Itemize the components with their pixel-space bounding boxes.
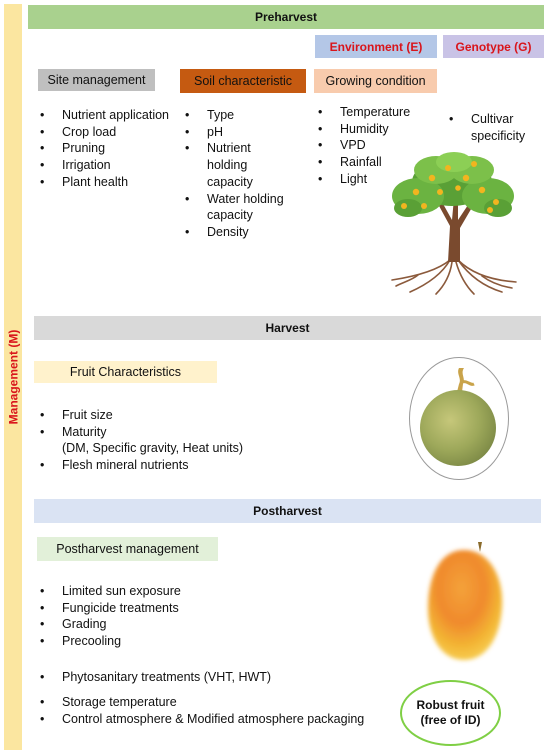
list-item: Nutrient application (36, 107, 196, 124)
list-item-continued: capacity (207, 208, 253, 223)
tree-trunk (438, 198, 474, 262)
mango-stem (457, 368, 464, 392)
growing-condition-list: Temperature Humidity VPD Rainfall Light (314, 104, 439, 188)
list-item: Water holding (181, 191, 311, 208)
fruit-characteristics-label: Fruit Characteristics (69, 365, 182, 379)
list-item: Grading (36, 616, 366, 633)
list-item: Control atmosphere & Modified atmosphere… (36, 711, 406, 728)
list-item-continued: (DM, Specific gravity, Heat units) (62, 441, 244, 456)
soil-characteristic-box: Soil characteristic (180, 69, 306, 93)
list-item: Phytosanitary treatments (VHT, HWT) (36, 669, 376, 686)
robust-fruit-line1: Robust fruit (416, 698, 485, 712)
list-item: VPD (314, 137, 439, 154)
management-label-wrap: Management (M) (4, 4, 22, 750)
list-item: Precooling (36, 633, 366, 650)
list-item: Crop load (36, 124, 196, 141)
list-item-continued: specificity (471, 128, 526, 143)
environment-label: Environment (E) (329, 39, 423, 54)
green-mango-body (420, 390, 496, 466)
list-item: Irrigation (36, 157, 196, 174)
list-item: Fungicide treatments (36, 600, 366, 617)
phytosanitary-list: Phytosanitary treatments (VHT, HWT) (36, 669, 376, 686)
growing-condition-box: Growing condition (314, 69, 437, 93)
growing-condition-label: Growing condition (325, 74, 426, 88)
mango-stem-branch (460, 380, 475, 386)
tree-illustration (391, 152, 517, 295)
list-item: Type (181, 107, 311, 124)
fruit-characteristics-box: Fruit Characteristics (34, 361, 217, 383)
list-item: pH (181, 124, 311, 141)
robust-fruit-oval: Robust fruit (free of ID) (400, 680, 501, 746)
site-management-list: Nutrient application Crop load Pruning I… (36, 107, 196, 191)
site-management-box: Site management (38, 69, 155, 91)
ripe-mango-body (428, 550, 503, 660)
green-mango-illustration (420, 368, 496, 466)
soil-characteristic-label: Soil characteristic (194, 74, 292, 88)
list-item: Humidity (314, 121, 439, 138)
site-management-label: Site management (47, 73, 146, 87)
robust-fruit-line2: (free of ID) (420, 713, 481, 727)
postharvest-title: Postharvest (253, 504, 322, 518)
list-item: Maturity (36, 424, 366, 441)
harvest-bar: Harvest (34, 316, 541, 340)
postharvest-management-box: Postharvest management (37, 537, 218, 561)
list-item: Limited sun exposure (36, 583, 366, 600)
genotype-list: Cultivar specificity (445, 111, 545, 144)
list-item: Rainfall (314, 154, 439, 171)
list-item: Density (181, 224, 311, 241)
environment-box: Environment (E) (315, 35, 437, 58)
postharvest-list: Limited sun exposure Fungicide treatment… (36, 583, 366, 650)
list-item: Pruning (36, 140, 196, 157)
storage-list: Storage temperature Control atmosphere &… (36, 694, 406, 727)
list-item: Plant health (36, 174, 196, 191)
list-item: Fruit size (36, 407, 366, 424)
genotype-label: Genotype (G) (455, 39, 532, 54)
management-label: Management (M) (6, 329, 21, 425)
list-item: Storage temperature (36, 694, 406, 711)
tree-fruits (401, 161, 499, 213)
fruit-characteristics-list: Fruit size Maturity (DM, Specific gravit… (36, 407, 366, 474)
harvest-title: Harvest (265, 321, 310, 335)
list-item-continued: capacity (207, 174, 253, 189)
green-mango-frame (409, 357, 509, 480)
postharvest-bar: Postharvest (34, 499, 541, 523)
ripe-mango-stem (478, 542, 482, 552)
list-item: Cultivar (445, 111, 545, 128)
postharvest-management-label: Postharvest management (56, 542, 199, 556)
list-item-continued: holding (207, 158, 248, 173)
preharvest-bar: Preharvest (28, 5, 544, 29)
management-sidebar (4, 4, 22, 750)
soil-characteristic-list: Type pH Nutrient holding capacity Water … (181, 107, 311, 241)
ripe-mango-illustration (428, 542, 503, 660)
list-item: Temperature (314, 104, 439, 121)
tree-canopy (392, 152, 514, 217)
list-item: Light (314, 171, 439, 188)
tree-roots (391, 259, 517, 295)
list-item: Nutrient (181, 140, 311, 157)
genotype-box: Genotype (G) (443, 35, 544, 58)
list-item: Flesh mineral nutrients (36, 457, 366, 474)
preharvest-title: Preharvest (254, 10, 318, 24)
